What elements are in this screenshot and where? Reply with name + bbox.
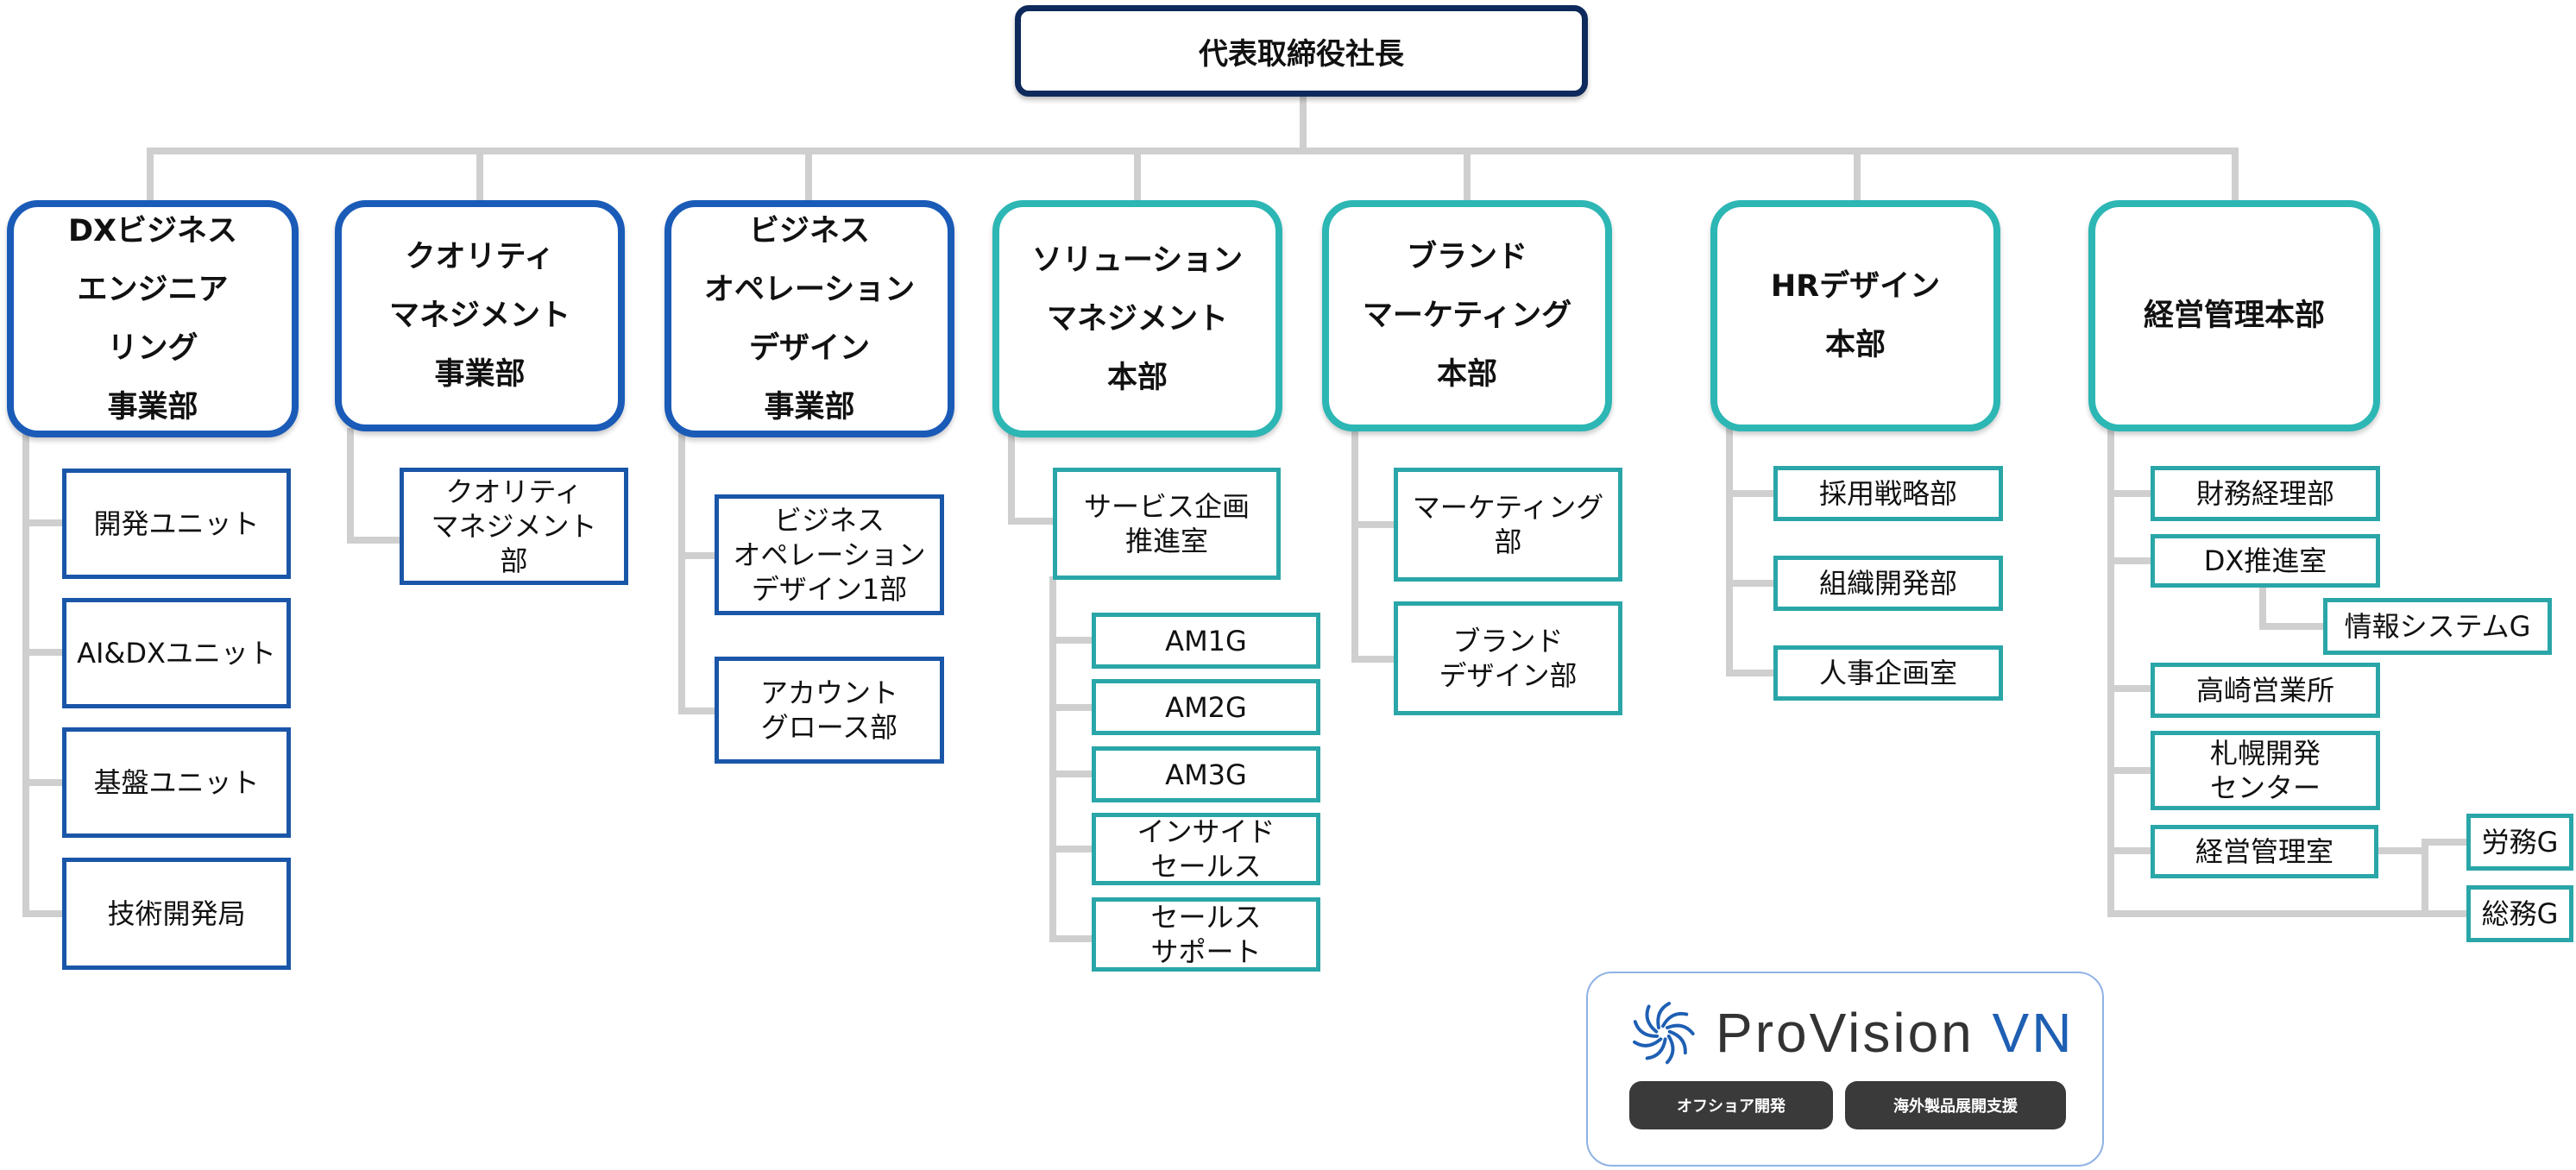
unit-label: 労務G: [2481, 826, 2559, 859]
unit-label: 組織開発部: [1818, 567, 1957, 600]
tag-overseas-product-expansion: 海外製品展開支援: [1845, 1081, 2066, 1129]
unit-label: AI&DXユニット: [77, 637, 276, 670]
unit-inside-sales: インサイド セールス: [1092, 813, 1320, 885]
unit-sales-support: セールス サポート: [1092, 897, 1320, 972]
unit-sapporo-dev-center: 札幌開発 センター: [2151, 731, 2380, 810]
unit-am2g: AM2G: [1092, 679, 1320, 735]
unit-label: ビジネス オペレーション デザイン1部: [733, 504, 926, 606]
unit-label: 財務経理部: [2195, 477, 2334, 510]
division-label: DXビジネス エンジニア リング 事業部: [67, 213, 238, 425]
unit-takasaki-office: 高崎営業所: [2151, 663, 2380, 718]
unit-am1g: AM1G: [1092, 613, 1320, 669]
unit-label: DX推進室: [2203, 544, 2327, 577]
division-corporate-management: 経営管理本部: [2088, 200, 2380, 431]
unit-label: 基盤ユニット: [93, 766, 260, 799]
unit-service-planning: サービス企画 推進室: [1053, 468, 1281, 580]
division-label: 経営管理本部: [2143, 299, 2325, 333]
unit-quality-management-dept: クオリティ マネジメント 部: [400, 468, 628, 585]
unit-label: 総務G: [2481, 897, 2559, 930]
provision-vn-logo-card: ProVision VN オフショア開発 海外製品展開支援: [1586, 972, 2104, 1167]
unit-general-affairs-g: 総務G: [2466, 885, 2573, 942]
brand-suffix: VN: [1992, 1002, 2075, 1064]
unit-ai-dx: AI&DXユニット: [62, 598, 291, 708]
unit-information-systems-g: 情報システムG: [2323, 598, 2552, 655]
unit-account-growth: アカウント グロース部: [715, 657, 944, 764]
unit-label: 高崎営業所: [2195, 674, 2334, 707]
unit-label: 技術開発局: [107, 897, 246, 930]
unit-label: マーケティング 部: [1412, 491, 1604, 558]
unit-label: 経営管理室: [2195, 835, 2334, 868]
division-label: ブランド マーケティング 本部: [1362, 240, 1572, 392]
division-brand-marketing: ブランド マーケティング 本部: [1322, 200, 1612, 431]
unit-development: 開発ユニット: [62, 469, 291, 579]
unit-label: AM2G: [1165, 690, 1247, 724]
brand-name: ProVision VN: [1716, 1001, 2074, 1065]
unit-dx-promotion: DX推進室: [2151, 534, 2380, 588]
unit-label: AM3G: [1165, 758, 1247, 791]
unit-label: クオリティ マネジメント 部: [431, 475, 597, 577]
unit-finance-accounting: 財務経理部: [2151, 466, 2380, 521]
unit-label: AM1G: [1165, 624, 1247, 657]
ceo-box: 代表取締役社長: [1015, 5, 1588, 97]
division-solution-management: ソリューション マネジメント 本部: [992, 200, 1282, 437]
unit-label: アカウント グロース部: [759, 676, 898, 744]
unit-label: インサイド セールス: [1137, 815, 1275, 883]
unit-recruitment-strategy: 採用戦略部: [1773, 466, 2003, 521]
pinwheel-logo-icon: [1633, 1002, 1695, 1065]
unit-label: 開発ユニット: [93, 507, 260, 540]
unit-labor-g: 労務G: [2466, 814, 2573, 871]
division-quality-management: クオリティ マネジメント 事業部: [335, 200, 625, 431]
unit-label: 採用戦略部: [1818, 477, 1957, 510]
unit-marketing-dept: マーケティング 部: [1394, 468, 1622, 582]
division-label: ビジネス オペレーション デザイン 事業部: [703, 213, 916, 425]
ceo-label: 代表取締役社長: [1199, 36, 1404, 72]
unit-label: サービス企画 推進室: [1083, 490, 1250, 557]
unit-business-operation-design-1: ビジネス オペレーション デザイン1部: [715, 494, 944, 615]
unit-organization-development: 組織開発部: [1773, 556, 2003, 611]
unit-brand-design-dept: ブランド デザイン部: [1394, 601, 1622, 715]
division-label: クオリティ マネジメント 事業部: [388, 240, 570, 392]
tag-offshore-development: オフショア開発: [1629, 1081, 1833, 1129]
unit-tech-development: 技術開発局: [62, 858, 291, 970]
unit-label: 札幌開発 センター: [2209, 737, 2321, 804]
unit-hr-planning: 人事企画室: [1773, 645, 2003, 701]
unit-label: 情報システムG: [2344, 610, 2531, 643]
brand-text: ProVision: [1716, 1002, 1975, 1064]
division-hr-design: HRデザイン 本部: [1710, 200, 2000, 431]
unit-infrastructure: 基盤ユニット: [62, 727, 291, 838]
unit-label: セールス サポート: [1150, 901, 1262, 968]
division-label: ソリューション マネジメント 本部: [1031, 242, 1244, 395]
unit-label: 人事企画室: [1818, 657, 1957, 689]
division-dx-business-engineering: DXビジネス エンジニア リング 事業部: [7, 200, 299, 437]
division-label: HRデザイン 本部: [1770, 269, 1941, 362]
unit-am3g: AM3G: [1092, 746, 1320, 802]
unit-label: ブランド デザイン部: [1439, 625, 1578, 692]
division-business-operation-design: ビジネス オペレーション デザイン 事業部: [664, 200, 954, 437]
unit-management-office: 経営管理室: [2151, 825, 2378, 878]
